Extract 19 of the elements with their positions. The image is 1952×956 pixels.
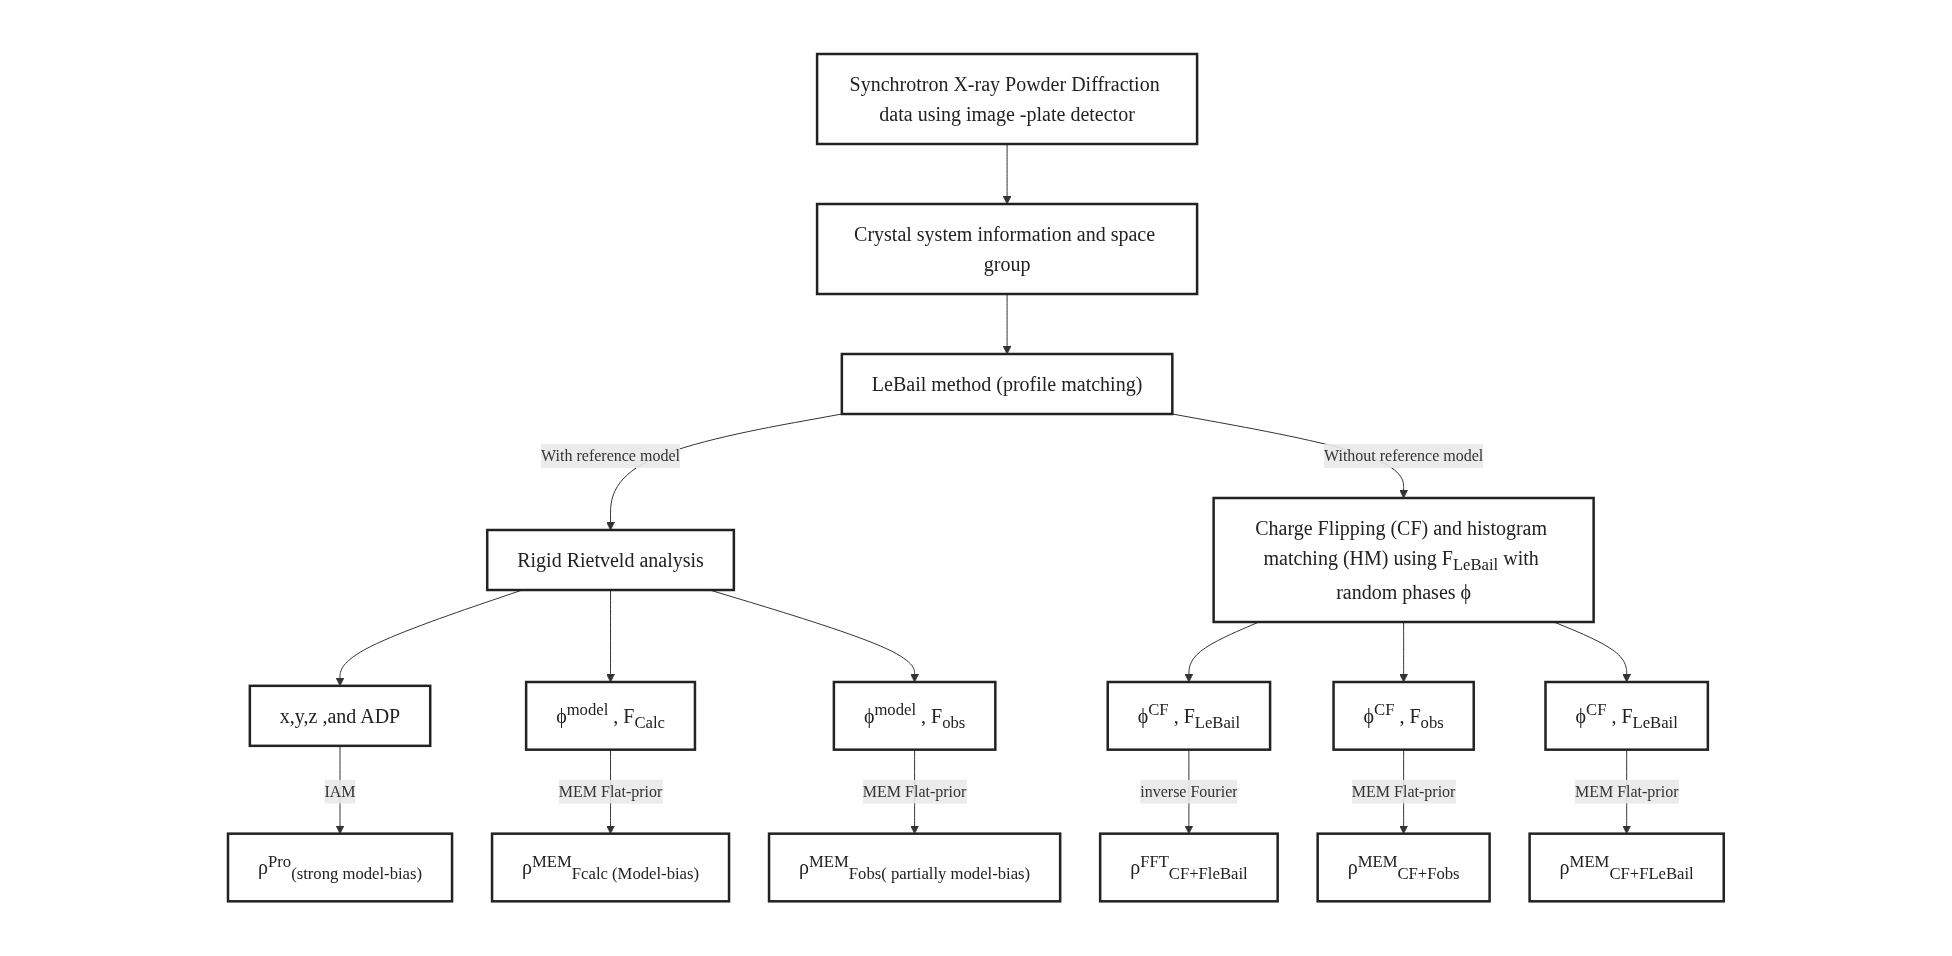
edge-label: MEM Flat-prior: [558, 783, 663, 800]
node-box: Crystal system information and space group: [815, 203, 1199, 296]
node-box: Rigid Rietveld analysis: [486, 529, 736, 592]
edge-label: With reference model: [541, 447, 681, 465]
node-box: Charge Flipping (CF) and histogram matching (HM) using F$_{LeBail}$ with random phases ϕ: [1212, 497, 1595, 624]
node-box: ϕ$^{CF}$ , F$_{LeBail}$: [1106, 681, 1272, 752]
node-box: ϕ$^{CF}$ , F$_{obs}$: [1332, 681, 1476, 752]
edge-label: IAM: [324, 783, 356, 800]
edge-label: MEM Flat-prior: [1575, 783, 1679, 800]
node-box: ϕ$^{CF}$ , F$_{LeBail}$: [1544, 681, 1710, 752]
node-box: x,y,z ,and ADP: [248, 684, 432, 748]
node-box: ϕ$^{model}$ , F$_{obs}$: [832, 681, 997, 752]
edge-label: MEM Flat-prior: [862, 783, 967, 800]
node-box: Synchrotron X-ray Powder Diffraction data using image -plate detector: [815, 53, 1199, 146]
edge-label: MEM Flat-prior: [1351, 783, 1456, 800]
edge-label: inverse Fourier: [1140, 783, 1238, 800]
node-box: LeBail method (profile matching): [840, 353, 1174, 416]
node-box: ϕ$^{model}$ , F$_{Calc}$: [525, 681, 697, 752]
edge-label: Without reference model: [1324, 447, 1484, 465]
